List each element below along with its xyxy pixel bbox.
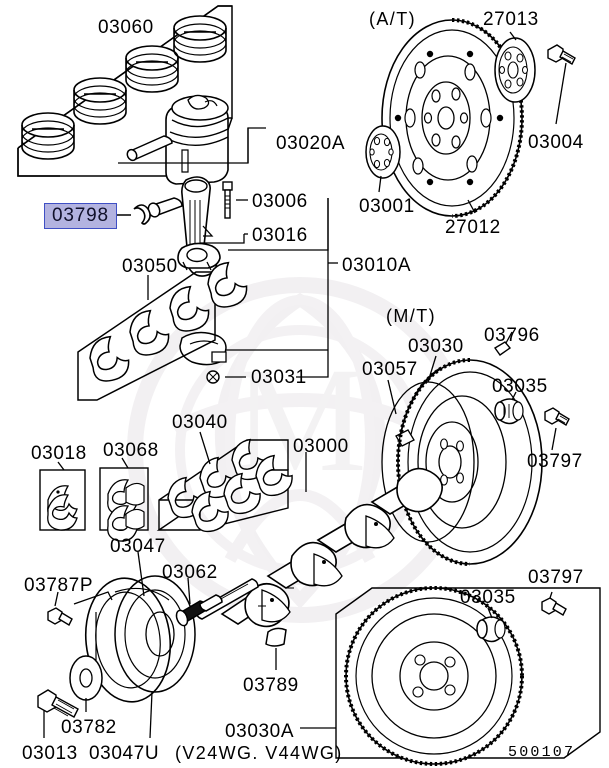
pilot-bearing-03035-upper: [494, 398, 524, 425]
at-flywheel-27012: [381, 19, 523, 217]
part-label-03030A[interactable]: 03030A: [225, 721, 295, 742]
rod-bolt-03006: [222, 181, 233, 219]
model-applicability-note: (V24WG. V44WG): [175, 743, 343, 763]
dowel-pin-03796: [493, 341, 512, 356]
part-label-27013[interactable]: 27013: [483, 9, 539, 30]
washer-03782: [69, 655, 103, 701]
part-label-03062[interactable]: 03062: [162, 562, 218, 583]
flywheel-ring-gear: [451, 18, 524, 218]
crankshaft-03000: [220, 467, 443, 628]
thrust-bearing-03018: [47, 485, 78, 531]
bolt-03797-lower: [541, 597, 567, 616]
bolt-03797-upper: [544, 407, 570, 426]
bolt-03013: [37, 689, 79, 718]
part-label-03782[interactable]: 03782: [61, 717, 117, 738]
drawing-number: 500107: [508, 744, 576, 761]
leader-03040: [199, 431, 211, 465]
adapter-plate-27013: [494, 37, 536, 103]
pilot-bearing-03035-lower: [476, 616, 506, 643]
part-label-03787P[interactable]: 03787P: [24, 575, 94, 596]
crank-adapter-03001: [365, 125, 401, 179]
part-label-03068[interactable]: 03068: [103, 440, 159, 461]
callout-03020A: [118, 127, 266, 164]
part-label-03006[interactable]: 03006: [252, 191, 308, 212]
part-label-03797-lower[interactable]: 03797: [528, 567, 584, 588]
bearing-set-03040: [167, 438, 293, 533]
bolt-03004: [547, 44, 576, 65]
part-label-03047[interactable]: 03047: [110, 536, 166, 557]
crank-pulley-03047: [84, 575, 196, 703]
part-label-03018[interactable]: 03018: [31, 443, 87, 464]
part-label-03004[interactable]: 03004: [528, 132, 584, 153]
rod-bushing: [147, 197, 183, 218]
connecting-rod: [177, 176, 221, 277]
part-label-03016[interactable]: 03016: [252, 225, 308, 246]
part-label-03050[interactable]: 03050: [122, 256, 178, 277]
part-label-03060[interactable]: 03060: [98, 17, 154, 38]
part-label-03047U[interactable]: 03047U: [89, 743, 160, 764]
part-label-03000[interactable]: 03000: [293, 436, 349, 457]
callout-lines-rod: [200, 198, 338, 378]
part-label-03796[interactable]: 03796: [484, 325, 540, 346]
mt-flywheel-03030A-box: [335, 587, 601, 759]
part-label-03031[interactable]: 03031: [251, 367, 307, 388]
piston-assembly: [165, 94, 229, 185]
main-bearing-strip-03050: [77, 271, 216, 401]
part-label-03797-upper[interactable]: 03797: [527, 451, 583, 472]
part-label-03030[interactable]: 03030: [408, 336, 464, 357]
part-label-03035-upper[interactable]: 03035: [492, 376, 548, 397]
part-label-27012[interactable]: 27012: [445, 217, 501, 238]
thrust-bearing-03068: [107, 479, 145, 542]
part-label-03010A[interactable]: 03010A: [342, 255, 412, 276]
part-label-03020A[interactable]: 03020A: [276, 133, 346, 154]
part-label-03057[interactable]: 03057: [362, 359, 418, 380]
flywheel-03030A-teeth: [344, 586, 524, 766]
part-label-03789[interactable]: 03789: [243, 675, 299, 696]
callout-lines-mt: [387, 331, 557, 451]
rod-nut-03031: [206, 370, 220, 384]
group-label-at: (A/T): [369, 9, 416, 29]
part-label-03035-lower[interactable]: 03035: [460, 587, 516, 608]
callout-lines-at: [378, 31, 567, 214]
piston-pin: [126, 135, 173, 162]
part-label-03001[interactable]: 03001: [359, 196, 415, 217]
woodruff-key-03789: [265, 627, 287, 647]
oil-seal-03062: [175, 594, 223, 627]
group-label-mt: (M/T): [386, 306, 436, 326]
part-label-03040[interactable]: 03040: [172, 412, 228, 433]
part-label-03798-selected[interactable]: 03798: [44, 203, 117, 229]
main-bearings: [89, 261, 248, 382]
rod-bearing-cap: [179, 331, 227, 366]
part-label-03013[interactable]: 03013: [22, 743, 78, 764]
snap-ring-03798: [133, 204, 151, 225]
bolt-03787P: [47, 607, 73, 626]
